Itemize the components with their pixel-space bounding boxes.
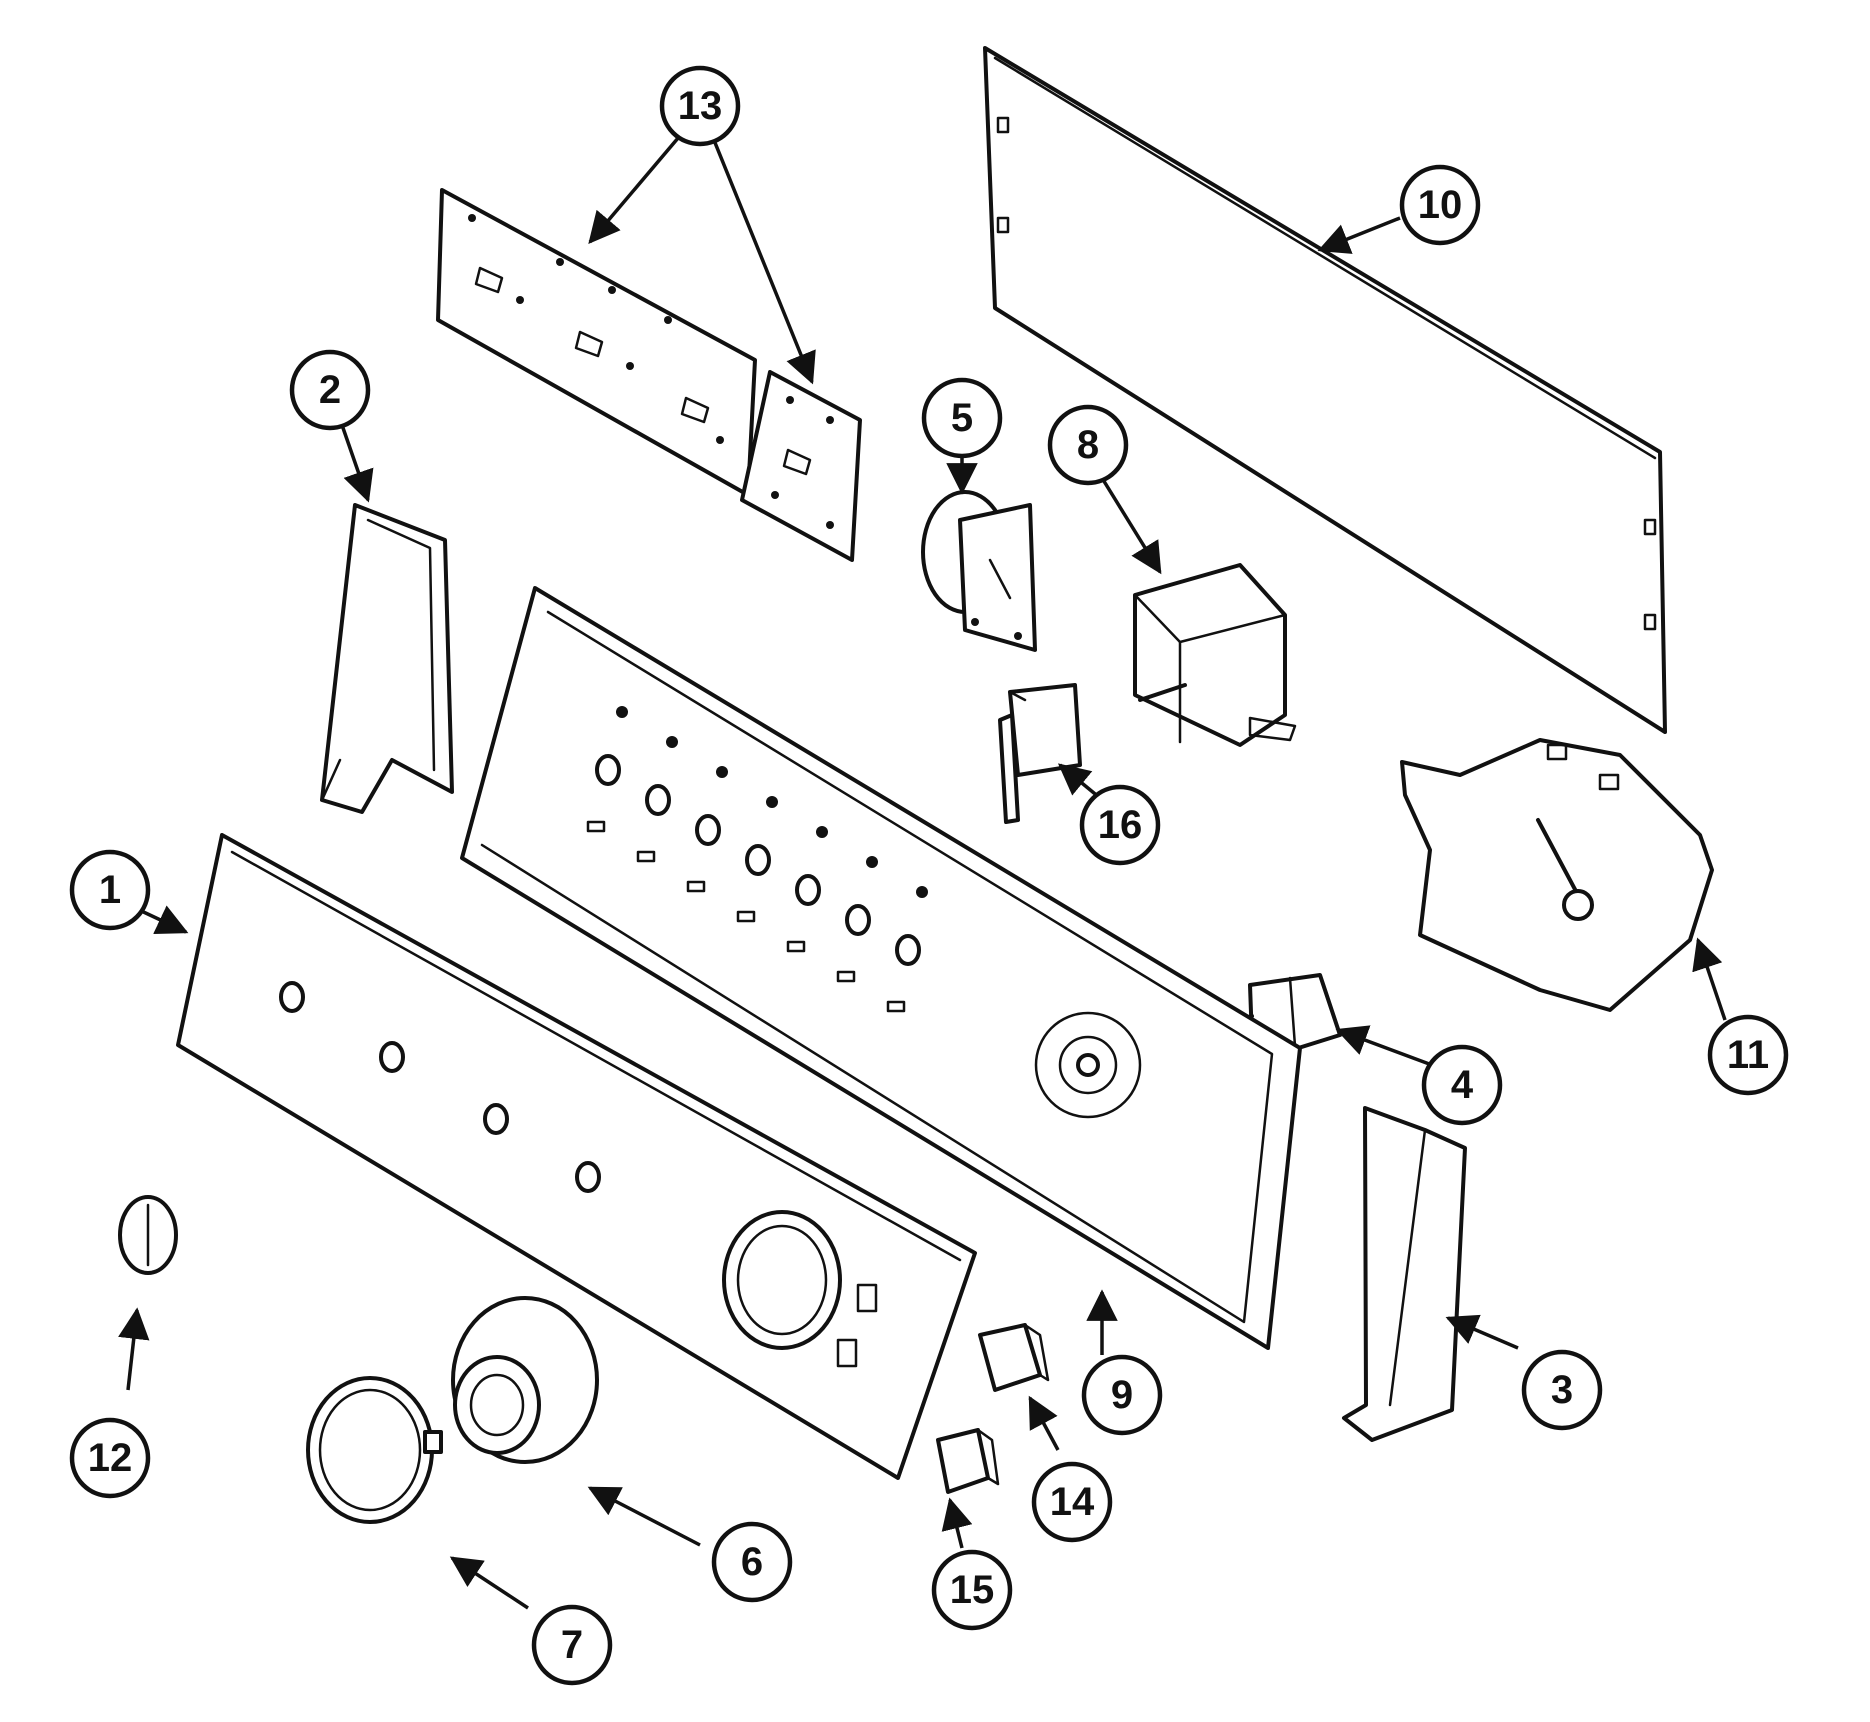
callout-7-label: 7 [561,1623,583,1667]
callout-1-label: 1 [99,868,121,912]
callout-13: 13 [659,65,741,147]
part-12-knob-cap [118,1195,178,1275]
callout-8: 8 [1047,404,1129,486]
part-9-console-body [460,586,1302,1350]
callout-15: 15 [931,1549,1013,1631]
callout-5-label: 5 [951,396,973,440]
callout-10: 10 [1399,164,1481,246]
callout-9: 9 [1081,1354,1163,1436]
callout-6-label: 6 [741,1540,763,1584]
callout-15-label: 15 [950,1568,995,1612]
callout-13-label: 13 [678,84,723,128]
callout-7: 7 [531,1604,613,1686]
callout-12: 12 [69,1417,151,1499]
callout-11-label: 11 [1727,1033,1769,1077]
callout-4: 4 [1421,1044,1503,1126]
callout-9-label: 9 [1111,1373,1133,1417]
leader-lines [118,116,1727,1610]
part-10-rear-panel [983,46,1667,734]
part-2-left-end-cap [320,503,454,814]
part-16-small-switch [998,683,1082,824]
callout-3-label: 3 [1551,1368,1573,1412]
callout-2-label: 2 [319,368,341,412]
callout-1: 1 [69,849,151,931]
callout-10-label: 10 [1418,183,1463,227]
callout-14-label: 14 [1050,1480,1095,1524]
callout-16-label: 16 [1098,803,1143,847]
part-3-right-end-cap [1342,1106,1467,1442]
part-6-knob-skirt [451,1296,599,1464]
callout-8-label: 8 [1077,423,1099,467]
part-1-front-panel [176,833,977,1480]
part-5-switch [921,490,1037,652]
callout-11: 11 [1707,1014,1789,1096]
callout-16: 16 [1079,784,1161,866]
callout-2: 2 [289,349,371,431]
callout-12-label: 12 [88,1436,133,1480]
part-11-timer [1400,738,1714,1012]
part-7-knob [306,1376,443,1524]
callout-4-label: 4 [1451,1063,1474,1107]
callout-14: 14 [1031,1461,1113,1543]
callout-5: 5 [921,377,1003,459]
part-15-rocker-switch [936,1428,1000,1494]
part-8-selector-switch [1133,563,1297,747]
callout-6: 6 [711,1521,793,1603]
part-13-plate-small [740,370,862,562]
callout-3: 3 [1521,1349,1603,1431]
part-14-rocker-switch [978,1323,1050,1392]
